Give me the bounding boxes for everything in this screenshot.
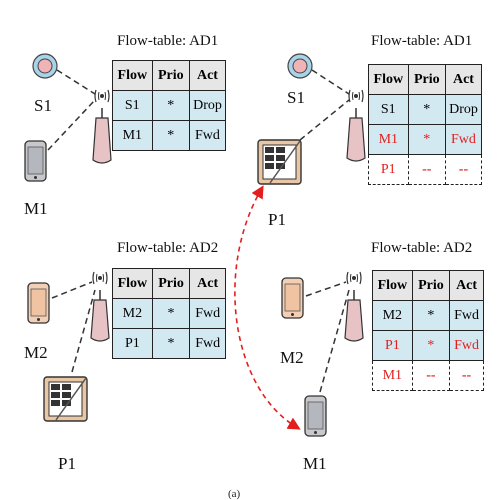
link-line: [299, 99, 350, 141]
flow-cell: M2: [372, 300, 413, 331]
device-label-m1: M1: [303, 454, 327, 473]
act-cell: Drop: [188, 90, 227, 121]
flow-table-ad1-right: Flow Prio Act S1 * Drop M1 * Fwd P1 -- -…: [368, 64, 483, 185]
flow-cell: M2: [112, 298, 153, 329]
link-line: [311, 69, 350, 95]
device-label-s1: S1: [34, 96, 52, 115]
table-header-row: Flow Prio Act: [368, 64, 483, 95]
prio-cell: *: [151, 298, 191, 329]
link-line: [47, 99, 96, 151]
flow-cell: P1: [112, 328, 153, 359]
phone-icon: [24, 140, 47, 182]
table-header-row: Flow Prio Act: [112, 60, 227, 91]
table-row-pending: P1 -- --: [368, 154, 483, 185]
link-line: [71, 289, 96, 373]
flow-table-title-ad1-left: Flow-table: AD1: [117, 33, 219, 49]
table-row-updated: M1 * Fwd: [368, 124, 483, 155]
column-header: Flow: [112, 60, 153, 91]
flow-cell: P1: [368, 154, 409, 185]
tablet-icon: [43, 376, 88, 422]
link-line: [51, 281, 93, 299]
table-row: M2 * Fwd: [112, 298, 226, 329]
device-label-p1: P1: [268, 210, 286, 229]
column-header: Act: [449, 270, 484, 301]
link-line: [319, 289, 350, 393]
prio-cell: *: [407, 94, 446, 125]
phone-icon: [281, 277, 304, 319]
tablet-icon: [257, 139, 302, 185]
act-cell: Fwd: [444, 124, 483, 155]
column-header: Flow: [372, 270, 413, 301]
column-header: Act: [188, 60, 227, 91]
act-cell: Fwd: [189, 328, 226, 359]
table-header-row: Flow Prio Act: [112, 268, 226, 299]
phone-icon: [27, 282, 50, 324]
flow-table-title-ad2-right: Flow-table: AD2: [371, 240, 473, 256]
flow-cell: P1: [372, 330, 413, 361]
prio-cell: *: [151, 90, 190, 121]
access-point-icon: [346, 89, 366, 162]
device-label-m1: M1: [24, 199, 48, 218]
sensor-icon: [32, 53, 58, 79]
flow-table-ad2-right: Flow Prio Act M2 * Fwd P1 * Fwd M1 -- --: [372, 270, 484, 391]
flow-cell: M1: [368, 124, 409, 155]
flow-cell: S1: [368, 94, 409, 125]
flow-table-title-ad2-left: Flow-table: AD2: [117, 240, 219, 256]
flow-cell: S1: [112, 90, 153, 121]
flow-cell: M1: [372, 360, 413, 391]
left-ad1-scene: [24, 53, 112, 182]
act-cell: Drop: [444, 94, 483, 125]
prio-cell: *: [407, 124, 446, 155]
act-cell: --: [449, 360, 484, 391]
prio-cell: *: [151, 328, 191, 359]
access-point-icon: [344, 271, 364, 342]
flow-cell: M1: [112, 120, 153, 151]
link-line: [305, 281, 347, 297]
column-header: Prio: [411, 270, 451, 301]
act-cell: Fwd: [188, 120, 227, 151]
prio-cell: *: [411, 300, 451, 331]
prio-cell: *: [151, 120, 190, 151]
column-header: Prio: [151, 268, 191, 299]
prio-cell: *: [411, 330, 451, 361]
column-header: Flow: [368, 64, 409, 95]
link-line: [56, 69, 96, 95]
table-row: S1 * Drop: [368, 94, 483, 125]
act-cell: Fwd: [449, 300, 484, 331]
column-header: Act: [189, 268, 226, 299]
act-cell: Fwd: [189, 298, 226, 329]
column-header: Flow: [112, 268, 153, 299]
flow-table-ad2-left: Flow Prio Act M2 * Fwd P1 * Fwd: [112, 268, 226, 359]
table-row: S1 * Drop: [112, 90, 227, 121]
act-cell: --: [444, 154, 483, 185]
figure-caption: (a): [228, 488, 241, 500]
column-header: Prio: [407, 64, 446, 95]
flow-table-title-ad1-right: Flow-table: AD1: [371, 33, 473, 49]
table-row: M2 * Fwd: [372, 300, 484, 331]
table-row-pending: M1 -- --: [372, 360, 484, 391]
table-row: P1 * Fwd: [112, 328, 226, 359]
access-point-icon: [92, 89, 112, 164]
column-header: Prio: [151, 60, 190, 91]
sensor-icon: [287, 53, 313, 79]
device-label-m2: M2: [24, 343, 48, 362]
right-ad1-scene: [257, 53, 366, 185]
table-row: M1 * Fwd: [112, 120, 227, 151]
left-ad2-scene: [27, 271, 110, 422]
prio-cell: --: [411, 360, 451, 391]
access-point-icon: [90, 271, 110, 342]
device-label-m2: M2: [280, 348, 304, 367]
phone-icon: [304, 395, 327, 437]
column-header: Act: [444, 64, 483, 95]
act-cell: Fwd: [449, 330, 484, 361]
device-label-p1: P1: [58, 454, 76, 473]
prio-cell: --: [407, 154, 446, 185]
table-header-row: Flow Prio Act: [372, 270, 484, 301]
table-row-updated: P1 * Fwd: [372, 330, 484, 361]
migration-arrow: [234, 185, 301, 430]
flow-table-ad1-left: Flow Prio Act S1 * Drop M1 * Fwd: [112, 60, 227, 151]
device-label-s1: S1: [287, 88, 305, 107]
